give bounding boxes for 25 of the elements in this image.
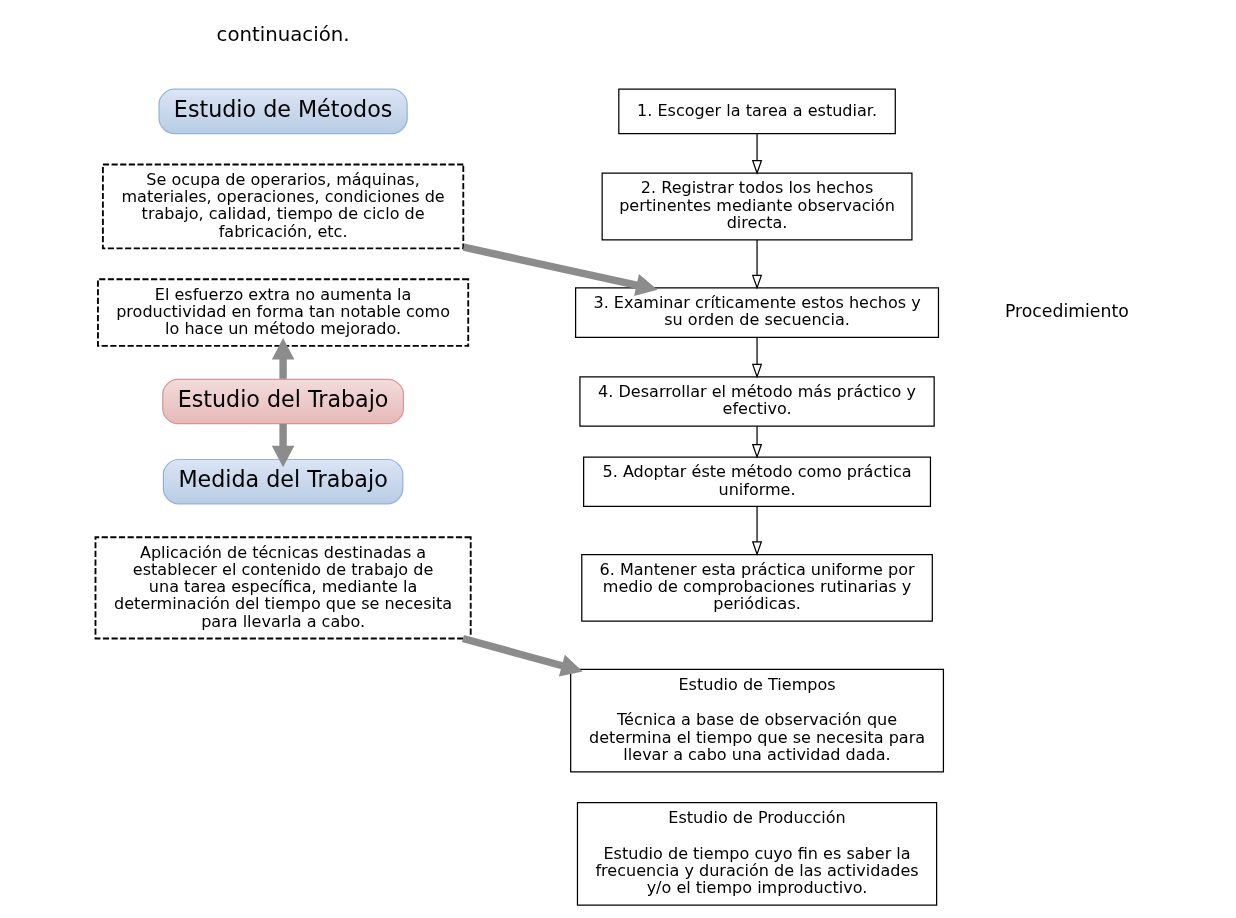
node-box: 2. Registrar todos los hechos pertinentes mediante observación directa. <box>601 172 913 240</box>
node-box: Estudio del Trabajo <box>161 378 404 424</box>
arrow <box>751 238 762 290</box>
node-box: 1. Escoger la tarea a estudiar. <box>617 88 896 134</box>
node-box: Estudio de Tiempos Técnica a base de observación que determina el tiempo que se necesita para llevar a cabo una actividad dada. <box>569 668 944 772</box>
arrow <box>461 634 583 677</box>
arrow <box>462 243 658 296</box>
node-box: Estudio de Producción Estudio de tiempo cuyo fin es saber la frecuencia y duración de las actividades y/o el tiempo improductivo. <box>576 801 937 906</box>
arrow <box>751 425 762 459</box>
node-box: 5. Adoptar éste método como práctica uniforme. <box>582 455 931 507</box>
node-box: Aplicación de técnicas destinadas a establecer el contenido de trabajo de una tarea específica, mediante la determinación del tiempo que se necesita para llevarla a cabo. <box>94 535 472 639</box>
node-box: Medida del Trabajo <box>162 458 403 505</box>
node-box: 3. Examinar críticamente estos hechos y su orden de secuencia. <box>574 286 939 338</box>
label: Procedimiento <box>1004 300 1129 321</box>
node-box: Se ocupa de operarios, máquinas, materiales, operaciones, condiciones de trabajo, calidad, tiempo de ciclo de fabricación, etc. <box>101 163 464 249</box>
arrow <box>271 337 294 379</box>
arrow <box>271 423 294 467</box>
label: continuación. <box>216 22 350 46</box>
arrow <box>751 132 762 175</box>
node-box: Estudio de Métodos <box>157 88 408 134</box>
node-box: 6. Mantener esta práctica uniforme por medio de comprobaciones rutinarias y periódicas. <box>580 553 933 622</box>
node-box: 4. Desarrollar el método más práctico y efectivo. <box>578 375 935 427</box>
arrow <box>751 505 762 556</box>
node-box: El esfuerzo extra no aumenta la productividad en forma tan notable como lo hace un método mejorado. <box>96 277 469 347</box>
arrow <box>751 336 762 379</box>
